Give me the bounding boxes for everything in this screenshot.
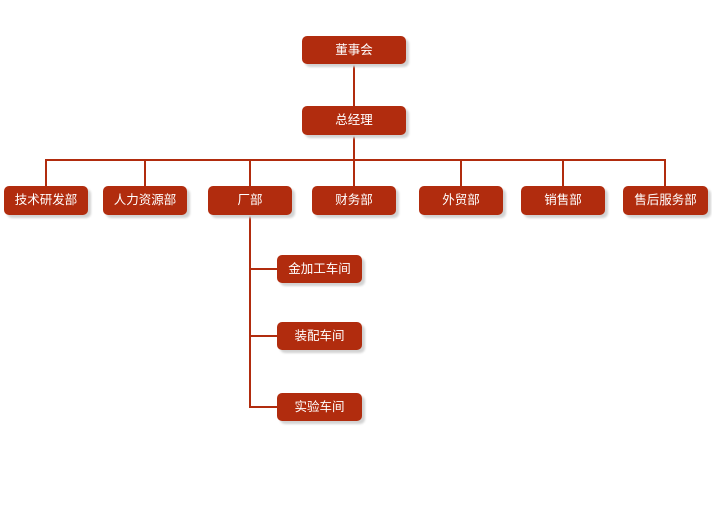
connector-drop-tech-rd bbox=[45, 159, 47, 186]
org-node-general-manager: 总经理 bbox=[302, 106, 406, 135]
org-node-workshop-metalworking: 金加工车间 bbox=[277, 255, 362, 283]
connector-drop-hr bbox=[144, 159, 146, 186]
org-node-workshop-testing: 实验车间 bbox=[277, 393, 362, 421]
connector-factory-vertical bbox=[249, 215, 251, 408]
connector-department-row bbox=[45, 159, 666, 161]
connector-branch-testing bbox=[249, 406, 277, 408]
connector-drop-foreign-trade bbox=[460, 159, 462, 186]
connector-drop-factory bbox=[249, 159, 251, 186]
connector-branch-metalworking bbox=[249, 268, 277, 270]
connector-board-to-gm bbox=[353, 64, 355, 106]
org-node-dept-finance: 财务部 bbox=[312, 186, 396, 215]
connector-branch-assembly bbox=[249, 335, 277, 337]
org-node-dept-foreign-trade: 外贸部 bbox=[419, 186, 503, 215]
org-node-board: 董事会 bbox=[302, 36, 406, 64]
org-node-workshop-assembly: 装配车间 bbox=[277, 322, 362, 350]
connector-drop-after-sales bbox=[664, 159, 666, 186]
connector-drop-sales bbox=[562, 159, 564, 186]
org-node-dept-factory: 厂部 bbox=[208, 186, 292, 215]
org-node-dept-sales: 销售部 bbox=[521, 186, 605, 215]
org-node-dept-hr: 人力资源部 bbox=[103, 186, 187, 215]
org-node-dept-tech-rd: 技术研发部 bbox=[4, 186, 88, 215]
org-node-dept-after-sales: 售后服务部 bbox=[623, 186, 708, 215]
